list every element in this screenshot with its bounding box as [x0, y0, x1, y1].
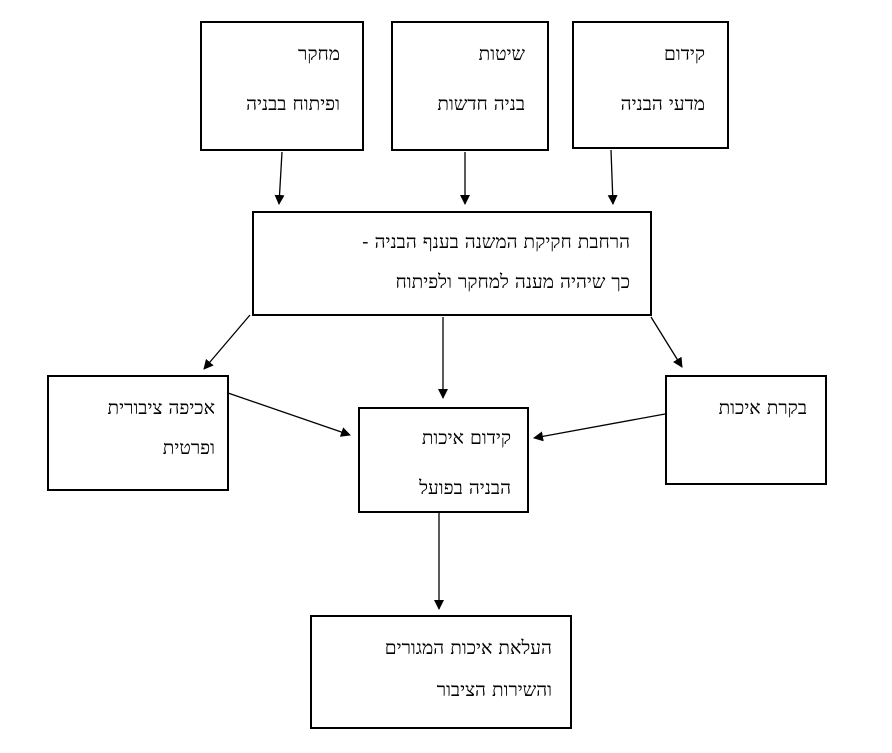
box-legislation-line2: כך שיהיה מענה למחקר ולפיתוח — [395, 271, 630, 293]
box-promotion-line1: קידום — [663, 43, 705, 65]
box-enforcement-line2: ופרטית — [162, 437, 215, 459]
box-quality-promotion-line1: קידום איכות — [421, 427, 511, 449]
box-research-line2: ופיתוח בבניה — [246, 93, 340, 115]
box-research-line1: מחקר — [297, 43, 340, 65]
box-promotion-line2: מדעי הבניה — [620, 93, 705, 115]
box-new-methods: שיטות בניה חדשות — [391, 21, 549, 151]
box-outcome: העלאת איכות המגורים והשירות הציבור — [310, 615, 572, 729]
box-promotion-sciences: קידום מדעי הבניה — [572, 21, 729, 149]
box-methods-line1: שיטות — [478, 43, 525, 65]
box-research-development: מחקר ופיתוח בבניה — [200, 21, 364, 151]
box-quality-promotion-line2: הבניה בפועל — [419, 477, 511, 499]
box-quality-control: בקרת איכות — [665, 375, 827, 485]
box-legislation-expansion: הרחבת חקיקת המשנה בענף הבניה - כך שיהיה … — [252, 211, 652, 316]
box-quality-promotion: קידום איכות הבניה בפועל — [358, 407, 529, 513]
box-outcome-line2: והשירות הציבור — [436, 679, 552, 701]
box-methods-line2: בניה חדשות — [437, 93, 525, 115]
box-enforcement: אכיפה ציבורית ופרטית — [47, 375, 229, 491]
arrow-quality-control-to-quality-promotion — [533, 413, 666, 442]
arrow-research-to-legislation — [274, 151, 285, 205]
arrow-legislation-to-enforcement — [203, 314, 251, 370]
box-enforcement-line1: אכיפה ציבורית — [107, 397, 215, 419]
box-quality-control-line1: בקרת איכות — [718, 397, 807, 419]
box-outcome-line1: העלאת איכות המגורים — [384, 637, 552, 659]
box-legislation-line1: הרחבת חקיקת המשנה בענף הבניה - — [362, 231, 630, 253]
arrow-enforcement-to-quality-promotion — [227, 392, 351, 437]
arrow-legislation-to-quality-control — [650, 316, 683, 368]
arrow-promotion-to-legislation — [607, 149, 618, 205]
